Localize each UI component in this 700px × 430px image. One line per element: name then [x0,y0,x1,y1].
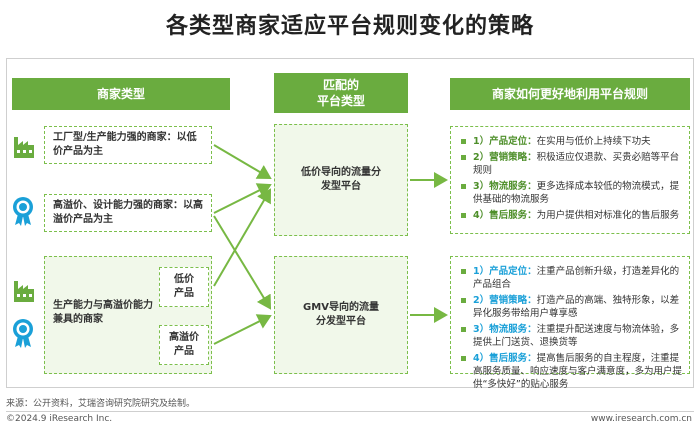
platform-low-price-box: 低价导向的流量分发型平台 [274,124,408,236]
strategy-item-text: 注重产品创新升级，打造差异化的产品组合 [473,266,680,290]
strategy-item-label: 2）营销策略： [473,295,537,306]
platform-gmv-label: GMV导向的流量分发型平台 [303,302,379,327]
arrow-both-high-to-gmv [213,314,272,345]
bullet-square-icon [461,139,466,144]
strategy-item: 1）产品定位：在实用与低价上持续下功夫 [461,135,683,148]
merchant-both-label: 生产能力与高溢价能力兼具的商家 [53,300,153,325]
page-title: 各类型商家适应平台规则变化的策略 [165,14,534,39]
award-icon [13,197,33,226]
strategy-item-text: 在实用与低价上持续下功夫 [536,136,651,147]
bullet-square-icon [461,327,466,332]
merchant-both-box: 生产能力与高溢价能力兼具的商家 低价产品 高溢价产品 [44,256,212,374]
factory-icon [14,137,34,158]
strategy-item: 3）物流服务：注重提升配送速度与物流体验，多提供上门送货、退换货等 [461,323,683,349]
platform-gmv-box: GMV导向的流量分发型平台 [274,256,408,374]
copyright: ©2024.9 iResearch Inc. [6,414,113,424]
strategy-item-text: 注重提升配送速度与物流体验，多提供上门送货、退换货等 [473,324,680,348]
award-icon [13,319,33,348]
website: www.iresearch.com.cn [590,414,692,424]
strategy-item: 4）售后服务：为用户提供相对标准化的售后服务 [461,209,683,222]
platform-low-price-label: 低价导向的流量分发型平台 [301,167,381,192]
merchant-design-box: 高溢价、设计能力强的商家：以高溢价产品为主 [44,194,212,232]
bullet-square-icon [461,356,466,361]
merchant-factory-box: 工厂型/生产能力强的商家：以低价产品为主 [44,126,212,164]
header-merchant-type-label: 商家类型 [96,87,145,101]
strategy-item-label: 2）营销策略： [473,152,537,163]
strategy-item: 1）产品定位：注重产品创新升级，打造差异化的产品组合 [461,265,683,291]
factory-icon [14,281,34,302]
merchant-both-sub-low: 低价产品 [159,267,209,307]
header-platform-type: 匹配的 平台类型 [274,73,408,113]
merchant-both-sub-high-label: 高溢价产品 [169,332,199,357]
header-platform-type-line2: 平台类型 [316,94,365,108]
merchant-design-label: 高溢价、设计能力强的商家：以高溢价产品为主 [53,200,203,225]
strategy-gmv-box: 1）产品定位：注重产品创新升级，打造差异化的产品组合 2）营销策略：打造产品的高端… [450,256,690,390]
strategy-item-label: 1）产品定位： [473,266,537,277]
bullet-square-icon [461,269,466,274]
strategy-item-label: 3）物流服务： [473,324,537,335]
bullet-square-icon [461,155,466,160]
merchant-both-sub-high: 高溢价产品 [159,325,209,365]
arrow-design-to-gmv [213,215,272,310]
strategy-item-text: 更多选择成本较低的物流模式，提供基础的物流服务 [473,181,680,205]
footer-divider [6,411,694,412]
strategy-item: 2）营销策略：打造产品的高端、独特形象，以差异化服务带给用户尊享感 [461,294,683,320]
strategy-item-text: 积极适应仅退款、买贵必赔等平台规则 [473,152,680,176]
source-note: 来源：公开资料，艾瑞咨询研究院研究及绘制。 [6,399,196,409]
bullet-square-icon [461,298,466,303]
strategy-item-text: 提高售后服务的自主程度，注重提高服务质量、响应速度与客户满意度，多为用户提供“多… [473,353,683,390]
strategy-item-label: 1）产品定位： [473,136,537,147]
arrow-both-low-to-low [213,188,272,287]
merchant-factory-label: 工厂型/生产能力强的商家：以低价产品为主 [53,132,197,157]
strategy-item-text: 打造产品的高端、独特形象，以差异化服务带给用户尊享感 [473,295,680,319]
strategy-item-label: 4）售后服务： [473,353,537,364]
bullet-square-icon [461,184,466,189]
header-platform-type-line1: 匹配的 [322,78,359,92]
strategy-item: 4）售后服务：提高售后服务的自主程度，注重提高服务质量、响应速度与客户满意度，多… [461,352,683,391]
header-merchant-type: 商家类型 [12,78,230,110]
header-strategy: 商家如何更好地利用平台规则 [450,78,690,110]
strategy-item-text: 为用户提供相对标准化的售后服务 [536,210,680,221]
strategy-item: 3）物流服务：更多选择成本较低的物流模式，提供基础的物流服务 [461,180,683,206]
header-strategy-label: 商家如何更好地利用平台规则 [491,87,648,101]
arrow-factory-to-low [213,144,272,180]
strategy-low-box: 1）产品定位：在实用与低价上持续下功夫 2）营销策略：积极适应仅退款、买贵必赔等平… [450,126,690,234]
strategy-item-label: 3）物流服务： [473,181,537,192]
arrow-design-to-low [213,183,272,214]
merchant-both-sub-low-label: 低价产品 [174,274,194,299]
strategy-item-label: 4）售后服务： [473,210,537,221]
strategy-item: 2）营销策略：积极适应仅退款、买贵必赔等平台规则 [461,151,683,177]
bullet-square-icon [461,213,466,218]
